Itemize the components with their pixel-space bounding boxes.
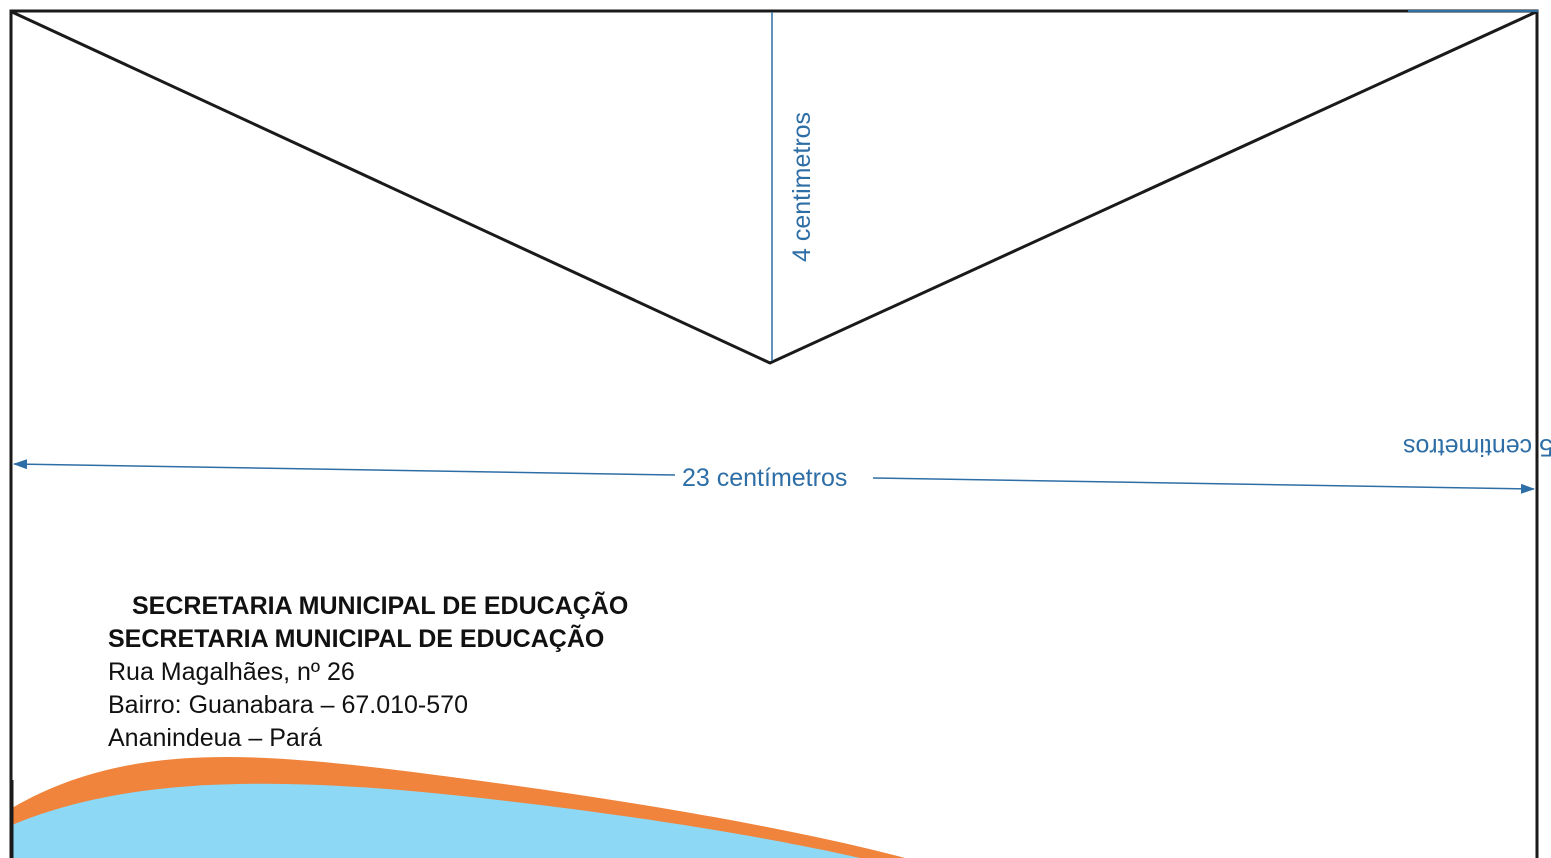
flap-depth-label: 4 centimetros: [788, 112, 816, 262]
street-line: Rua Magalhães, nº 26: [108, 658, 355, 686]
header-line-1: SECRETARIA MUNICIPAL DE EDUCAÇÃO: [132, 592, 629, 620]
width-dimension-line-right: [872, 477, 1535, 494]
width-label: 23 centímetros: [682, 464, 847, 492]
envelope-flap: [11, 10, 1537, 365]
district-line: Bairro: Guanabara – 67.010-570: [108, 691, 468, 719]
header-line-2: SECRETARIA MUNICIPAL DE EDUCAÇÃO: [108, 625, 605, 653]
envelope-outline: [9, 9, 1539, 858]
city-line: Ananindeua – Pará: [108, 724, 323, 752]
right-edge-label: 5 centimetros: [1403, 433, 1551, 461]
width-dimension-line-left: [13, 459, 676, 476]
sender-address-block: SECRETARIA MUNICIPAL DE EDUCAÇÃO SECRETA…: [108, 590, 628, 755]
